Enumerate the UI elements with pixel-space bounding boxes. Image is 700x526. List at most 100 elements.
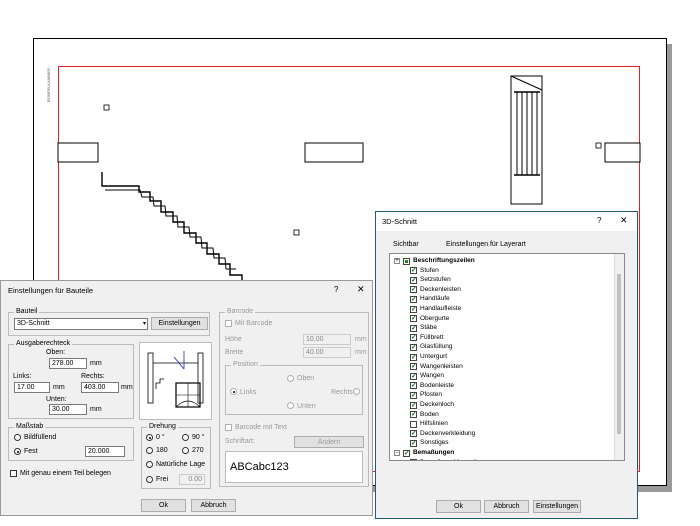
tree-item-label: Deckenverkleidung <box>420 429 476 437</box>
natuerliche-lage-label: Natürliche Lage <box>156 461 206 468</box>
tree-item[interactable]: ✓Wangenleisten <box>390 362 610 372</box>
tree-checkbox[interactable] <box>403 257 410 265</box>
oben-unit: mm <box>90 360 102 367</box>
tree-item[interactable]: ✓Boden <box>390 410 610 420</box>
barcode-mit-text-label: Barcode mit Text <box>235 424 288 431</box>
tree-item[interactable]: ✓Deckenleisten <box>390 285 610 295</box>
tree-checkbox[interactable]: ✓ <box>410 343 417 351</box>
tree-item-label: Obergurte <box>420 314 450 322</box>
tree-checkbox[interactable]: ✓ <box>410 315 417 323</box>
rechts-label: Rechts: <box>81 373 105 380</box>
fest-scale-field[interactable]: 20.000 <box>85 446 125 457</box>
drehung-180-label: 180 <box>156 447 168 454</box>
tree-expander-icon[interactable]: + <box>394 257 400 264</box>
tree-checkbox[interactable]: ✓ <box>410 267 417 275</box>
breite-field[interactable]: 40.00 <box>303 347 351 358</box>
tree-checkbox[interactable]: ✓ <box>410 276 417 284</box>
mit-barcode-checkbox[interactable] <box>225 320 232 327</box>
tree-checkbox[interactable]: ✓ <box>410 295 417 303</box>
drehung-90-radio[interactable] <box>182 434 189 441</box>
barcode-mit-text-checkbox[interactable] <box>225 424 232 431</box>
tree-checkbox[interactable]: ✓ <box>410 459 417 460</box>
cancel-button[interactable]: Abbruch <box>484 500 529 513</box>
tree-item[interactable]: ✓Glasfüllung <box>390 342 610 352</box>
help-button[interactable]: ? <box>334 285 339 294</box>
natuerliche-lage-radio[interactable] <box>146 461 153 468</box>
drehung-270-radio[interactable] <box>182 447 189 454</box>
tree-checkbox[interactable]: ✓ <box>410 401 417 409</box>
frei-radio[interactable] <box>146 476 153 483</box>
tree-item[interactable]: ✓Bodenleiste <box>390 381 610 391</box>
drehung-0-radio[interactable] <box>146 434 153 441</box>
tree-checkbox[interactable]: ✓ <box>410 334 417 342</box>
close-icon[interactable]: ✕ <box>620 215 628 225</box>
position-unten-radio[interactable] <box>287 402 294 409</box>
tree-item[interactable]: ✓Untergurt <box>390 352 610 362</box>
tree-item[interactable]: ✓Deckenverkleidung <box>390 429 610 439</box>
bauteil-select[interactable]: 3D-Schnitt ▾ <box>14 318 148 330</box>
tree-checkbox[interactable]: ✓ <box>410 353 417 361</box>
tree-item[interactable]: ✓Bemaßung Manuell <box>390 458 610 460</box>
links-field[interactable]: 17.00 <box>14 382 50 393</box>
tree-checkbox[interactable] <box>410 420 417 428</box>
bildfuellend-radio[interactable] <box>14 434 21 441</box>
tree-item[interactable]: ✓Stäbe <box>390 323 610 333</box>
tree-checkbox[interactable]: ✓ <box>410 324 417 332</box>
bildfuellend-label: Bildfüllend <box>24 434 57 441</box>
drehung-90-label: 90 ° <box>192 434 205 441</box>
position-oben-radio[interactable] <box>287 375 294 382</box>
scrollbar-thumb[interactable] <box>617 274 621 434</box>
tree-item[interactable]: ✓Handläufe <box>390 294 610 304</box>
tree-item[interactable]: ✓Obergurte <box>390 314 610 324</box>
frei-angle-field[interactable]: 0.00 <box>179 474 205 485</box>
tree-item[interactable]: −✓Bemaßungen <box>390 448 610 458</box>
close-icon[interactable]: ✕ <box>357 284 365 294</box>
wall-opening-middle <box>304 142 364 163</box>
tree-item[interactable]: +Beschriftungszeilen <box>390 256 610 266</box>
aendern-button[interactable]: Ändern <box>294 436 364 448</box>
tree-item[interactable]: ✓Sonstiges <box>390 438 610 448</box>
group-position-label: Position <box>231 361 260 368</box>
ok-button[interactable]: Ok <box>436 500 481 513</box>
group-barcode: Barcode <box>219 308 369 487</box>
hoehe-field[interactable]: 10.00 <box>303 334 351 345</box>
oben-field[interactable]: 278.00 <box>49 358 87 369</box>
tab-layerart[interactable]: Einstellungen für Layerart <box>446 241 526 248</box>
rechts-field[interactable]: 403.00 <box>81 382 119 393</box>
tab-sichtbar[interactable]: Sichtbar <box>393 241 419 248</box>
tree-checkbox[interactable]: ✓ <box>410 372 417 380</box>
tree-expander-icon[interactable]: − <box>394 449 400 456</box>
tree-checkbox[interactable]: ✓ <box>403 449 410 457</box>
settings-button[interactable]: Einstellungen <box>533 500 581 513</box>
position-rechts-radio[interactable] <box>353 388 360 395</box>
tree-scrollbar[interactable] <box>614 254 624 460</box>
tree-item[interactable]: ✓Füllbrett <box>390 333 610 343</box>
tree-item[interactable]: ✓Pfosten <box>390 390 610 400</box>
tree-item[interactable]: ✓Deckenloch <box>390 400 610 410</box>
mit-genau-checkbox[interactable] <box>10 470 17 477</box>
links-label: Links: <box>13 373 32 380</box>
tree-item[interactable]: Hilfslinien <box>390 419 610 429</box>
tree-item[interactable]: ✓Wangen <box>390 371 610 381</box>
tree-checkbox[interactable]: ✓ <box>410 391 417 399</box>
help-button[interactable]: ? <box>597 216 602 225</box>
drehung-180-radio[interactable] <box>146 447 153 454</box>
tree-item[interactable]: ✓Setzstufen <box>390 275 610 285</box>
tree-item-label: Stufen <box>420 266 439 274</box>
tree-checkbox[interactable]: ✓ <box>410 439 417 447</box>
tree-checkbox[interactable]: ✓ <box>410 411 417 419</box>
tree-checkbox[interactable]: ✓ <box>410 305 417 313</box>
tree-checkbox[interactable]: ✓ <box>410 363 417 371</box>
position-links-radio[interactable] <box>230 388 237 395</box>
tree-item[interactable]: ✓Handlaufleiste <box>390 304 610 314</box>
cancel-button[interactable]: Abbruch <box>191 499 236 512</box>
tree-checkbox[interactable]: ✓ <box>410 430 417 438</box>
unten-field[interactable]: 30.00 <box>49 404 87 415</box>
ok-button[interactable]: Ok <box>141 499 186 512</box>
bauteil-settings-button[interactable]: Einstellungen <box>151 317 208 330</box>
fest-radio[interactable] <box>14 448 21 455</box>
tree-item[interactable]: ✓Stufen <box>390 266 610 276</box>
tree-checkbox[interactable]: ✓ <box>410 286 417 294</box>
tree-checkbox[interactable]: ✓ <box>410 382 417 390</box>
position-unten-label: Unten <box>297 403 316 410</box>
